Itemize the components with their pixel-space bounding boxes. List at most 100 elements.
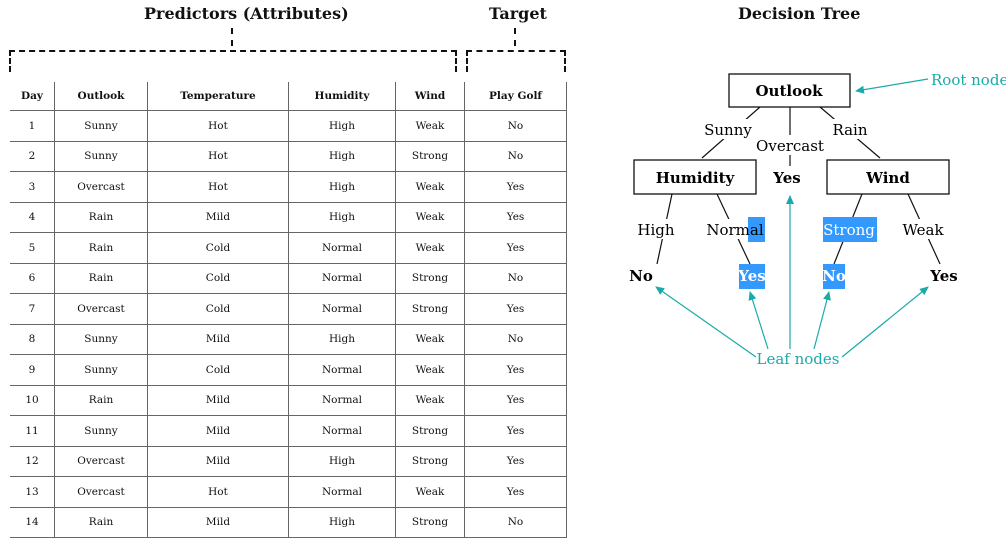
target-bracket-tick [514, 28, 516, 46]
cell-play-golf: Yes [464, 202, 567, 233]
predictors-bracket-tick [231, 28, 233, 46]
column-header-temperature: Temperature [147, 82, 289, 111]
cell-play-golf: Yes [464, 385, 567, 416]
cell-outlook: Sunny [54, 354, 148, 386]
cell-outlook: Rain [54, 507, 148, 538]
cell-outlook: Overcast [54, 293, 148, 325]
cell-humidity: Normal [288, 476, 396, 508]
edge-label-weak: Weak [902, 221, 944, 239]
cell-wind: Weak [395, 232, 465, 264]
cell-outlook: Sunny [54, 324, 148, 355]
root-node-box [728, 73, 851, 108]
cell-wind: Weak [395, 354, 465, 386]
cell-play-golf: Yes [464, 476, 567, 508]
cell-outlook: Rain [54, 232, 148, 264]
cell-play-golf: No [464, 263, 567, 294]
cell-wind: Weak [395, 324, 465, 355]
decision-tree-title: Decision Tree [738, 4, 861, 23]
cell-day: 2 [10, 141, 55, 172]
cell-humidity: Normal [288, 385, 396, 416]
cell-temperature: Mild [147, 415, 289, 447]
leaf-nodes-annotation: Leaf nodes [757, 350, 840, 368]
cell-outlook: Rain [54, 385, 148, 416]
root-node-annotation: Root node [931, 71, 1006, 89]
cell-temperature: Cold [147, 293, 289, 325]
cell-temperature: Hot [147, 110, 289, 142]
cell-play-golf: No [464, 507, 567, 538]
wind-node-label: Wind [865, 169, 910, 187]
cell-day: 14 [10, 507, 55, 538]
cell-humidity: Normal [288, 354, 396, 386]
target-header: Target [489, 4, 547, 23]
leaf-arrow-weak-yes [841, 286, 929, 358]
cell-humidity: Normal [288, 263, 396, 294]
cell-wind: Weak [395, 476, 465, 508]
cell-day: 6 [10, 263, 55, 294]
cell-wind: Strong [395, 446, 465, 477]
leaf-arrow-normal-yes [748, 291, 769, 350]
cell-humidity: High [288, 141, 396, 172]
cell-wind: Weak [395, 110, 465, 142]
column-header-humidity: Humidity [288, 82, 396, 111]
cell-wind: Strong [395, 141, 465, 172]
cell-day: 12 [10, 446, 55, 477]
column-header-wind: Wind [395, 82, 465, 111]
cell-outlook: Sunny [54, 141, 148, 172]
cell-temperature: Mild [147, 446, 289, 477]
leaf-normal-yes: Yes [737, 267, 765, 285]
cell-temperature: Mild [147, 385, 289, 416]
cell-outlook: Sunny [54, 415, 148, 447]
cell-humidity: High [288, 110, 396, 142]
cell-temperature: Cold [147, 354, 289, 386]
cell-temperature: Cold [147, 263, 289, 294]
cell-humidity: Normal [288, 293, 396, 325]
cell-outlook: Overcast [54, 171, 148, 203]
cell-humidity: High [288, 171, 396, 203]
edge-label-strong: Strong [823, 221, 875, 239]
cell-day: 11 [10, 415, 55, 447]
highlight-leaf-no [823, 264, 845, 289]
cell-day: 13 [10, 476, 55, 508]
predictors-header: Predictors (Attributes) [144, 4, 349, 23]
cell-outlook: Rain [54, 202, 148, 233]
cell-play-golf: Yes [464, 354, 567, 386]
table-header-row: Day Outlook Temperature Humidity Wind Pl… [10, 82, 567, 111]
column-header-outlook: Outlook [54, 82, 148, 111]
cell-outlook: Sunny [54, 110, 148, 142]
leaf-weak-yes: Yes [929, 267, 957, 285]
cell-day: 10 [10, 385, 55, 416]
golf-data-table: Day Outlook Temperature Humidity Wind Pl… [10, 82, 567, 538]
cell-play-golf: Yes [464, 415, 567, 447]
root-node-label: Outlook [755, 82, 823, 100]
target-bracket [466, 50, 566, 72]
edge-label-high: High [637, 221, 674, 239]
edge-label-sunny: Sunny [704, 121, 752, 139]
cell-temperature: Mild [147, 507, 289, 538]
cell-humidity: Normal [288, 415, 396, 447]
leaf-strong-no: No [822, 267, 846, 285]
humidity-node-label: Humidity [656, 169, 736, 187]
cell-temperature: Mild [147, 324, 289, 355]
edge-label-overcast: Overcast [756, 137, 824, 155]
cell-day: 4 [10, 202, 55, 233]
cell-play-golf: No [464, 141, 567, 172]
leaf-arrow-high-no [655, 286, 757, 358]
leaf-arrow-strong-no [813, 291, 831, 350]
cell-wind: Weak [395, 171, 465, 203]
cell-wind: Strong [395, 263, 465, 294]
cell-play-golf: No [464, 324, 567, 355]
cell-temperature: Cold [147, 232, 289, 264]
cell-day: 7 [10, 293, 55, 325]
leaf-overcast-yes: Yes [772, 169, 800, 187]
